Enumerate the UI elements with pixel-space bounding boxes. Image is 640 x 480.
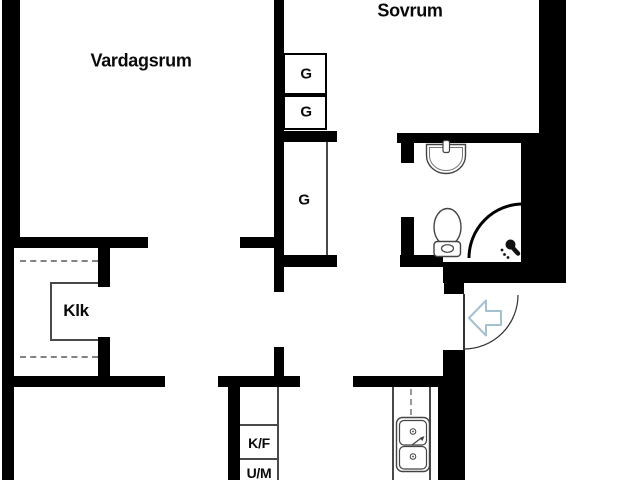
cabinet-divider-1 [240,424,278,426]
door-swing-arc-entry [463,294,519,350]
entrance-arrow-icon [468,299,502,337]
cabinet-divider-2 [240,458,278,460]
wall-wardrobe-top-bar [282,131,337,142]
closet-dashed-line-top [20,260,98,262]
wall-bath-bottom-bar [400,255,443,267]
wall-divider-upper [274,0,284,292]
wall-klk-right-b [98,337,110,380]
closet-inner-top [50,282,98,284]
fridge-freezer-label: K/F [248,435,270,451]
entry-door-leaf [463,294,465,350]
wall-kitchen-right [438,387,465,480]
bedroom-label: Sovrum [377,0,443,21]
wall-klk-bottom [2,376,165,387]
appliance-um-label: U/M [246,465,272,480]
kitchen-sink-icon [395,416,431,473]
wardrobe-box-1 [283,53,327,95]
wall-kitchen-top-left [218,376,300,387]
wardrobe-1-label: G [300,65,312,83]
wall-entry-top-stub [444,283,464,294]
wall-bath-top [397,133,566,143]
cabinet-column-edge [277,387,279,480]
wall-kitchen-top-right [353,376,465,387]
door-swing-arc-bathroom [467,202,524,259]
shower-icon [500,239,521,259]
living-room-label: Vardagsrum [90,50,192,71]
toilet-icon [433,207,462,258]
wall-bedroom-right [539,0,566,135]
closet-label: Klk [63,301,89,320]
wall-kitchen-cabinet [228,387,240,480]
wall-klk-right-a [98,237,110,287]
wardrobe-box-3-edge [326,142,328,255]
wall-bath-right-block [521,143,566,263]
closet-inner-left [50,282,52,340]
wardrobe-box-2 [283,95,327,130]
wardrobe-3-label: G [298,191,310,209]
wall-klk-top [2,237,148,248]
wall-left-upper [2,0,20,248]
wall-bath-bottom-block [443,262,566,283]
closet-dashed-line-bottom [20,356,98,358]
wall-wardrobe-bottom-bar [282,255,337,267]
counter-left-edge [392,387,394,480]
wall-hall-top-stub [240,237,284,248]
wall-bath-left-stub-b [401,217,414,256]
wall-divider-lower [274,347,284,387]
wardrobe-2-label: G [300,103,312,121]
wall-bath-left-stub-a [401,143,414,163]
closet-inner-bottom [50,339,98,341]
wall-left-lower [2,248,14,480]
washbasin-icon [425,139,467,175]
